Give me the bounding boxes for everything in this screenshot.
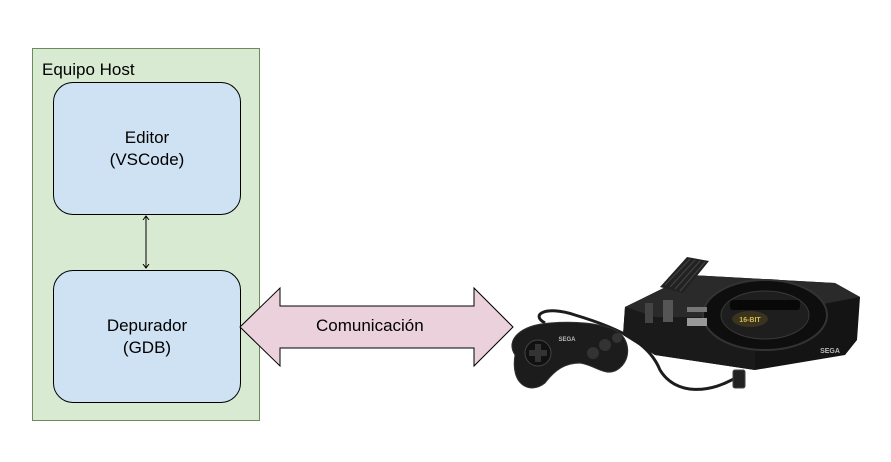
- debugger-title: Depurador: [106, 315, 188, 335]
- gamepad-controller-icon: SEGA: [511, 321, 629, 389]
- mega-drive-console-image: 16-BIT SEGA SEGA: [511, 257, 860, 391]
- debugger-subtitle: (GDB): [122, 337, 172, 357]
- controller-brand: SEGA: [558, 337, 576, 343]
- host-computer-group: Equipo Host Editor (VSCode) Depurador (G…: [32, 48, 260, 421]
- console-badge: 16-BIT: [739, 317, 761, 324]
- editor-node: Editor (VSCode): [53, 82, 241, 215]
- communication-label: Comunicación: [316, 316, 424, 335]
- host-label: Equipo Host: [42, 60, 135, 79]
- console-body-icon: 16-BIT SEGA: [623, 257, 860, 389]
- communication-double-arrow: [239, 286, 514, 368]
- debugger-node: Depurador (GDB): [53, 270, 241, 403]
- console-brand: SEGA: [820, 348, 840, 355]
- editor-title: Editor: [124, 127, 170, 147]
- editor-subtitle: (VSCode): [109, 149, 185, 169]
